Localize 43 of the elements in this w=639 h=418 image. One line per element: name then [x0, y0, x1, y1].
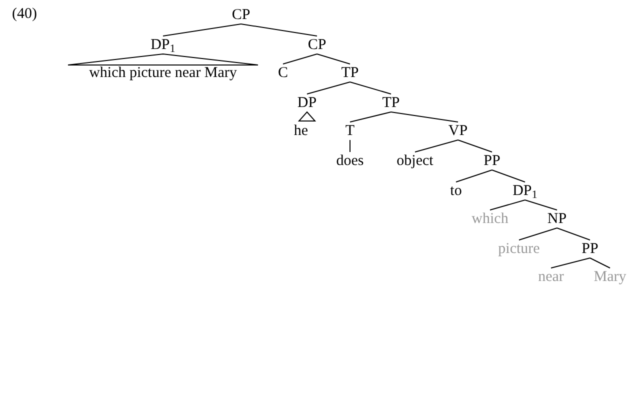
- category-label: CP: [232, 6, 250, 24]
- tree-branch: [492, 170, 526, 182]
- tree-branch: [590, 258, 610, 268]
- tree-branch: [306, 82, 350, 94]
- tree-branch: [350, 82, 392, 94]
- tree-branch: [390, 112, 458, 122]
- category-label: CP: [308, 36, 326, 54]
- tree-branch: [490, 200, 526, 210]
- word: which picture near Mary: [89, 64, 237, 82]
- category-label: DP$_{1}$: [150, 36, 176, 54]
- tree-branch: [524, 200, 558, 210]
- word: near: [538, 268, 564, 286]
- word: Mary: [594, 268, 626, 286]
- tree-branch: [556, 228, 590, 240]
- triangle-branch: [298, 111, 316, 122]
- tree-branch: [458, 140, 492, 152]
- word: to: [450, 182, 462, 200]
- tree-branch: [414, 140, 458, 152]
- category-label: DP: [297, 94, 317, 112]
- tree-branch: [456, 170, 492, 182]
- category-label: VP: [448, 122, 468, 140]
- category-label: DP$_{1}$: [512, 182, 538, 200]
- category-label: T: [345, 122, 355, 140]
- category-label: C: [278, 64, 288, 82]
- word: picture: [498, 240, 540, 258]
- category-label: PP: [484, 152, 500, 170]
- tree-branch: [518, 228, 558, 240]
- word: object: [396, 152, 434, 170]
- tree-branch: [350, 112, 392, 122]
- category-label: TP: [341, 64, 359, 82]
- category-label: TP: [382, 94, 400, 112]
- tree-branch: [316, 54, 350, 64]
- word: does: [336, 152, 364, 170]
- tree-branch: [162, 24, 242, 36]
- word: which: [472, 210, 508, 228]
- category-label: NP: [547, 210, 567, 228]
- tree-branch: [240, 24, 318, 36]
- category-label: PP: [582, 240, 598, 258]
- example-number: (40): [12, 5, 37, 23]
- triangle-branch: [68, 54, 258, 66]
- tree-branch: [282, 54, 318, 64]
- word: he: [294, 122, 308, 140]
- tree-branch: [550, 258, 590, 268]
